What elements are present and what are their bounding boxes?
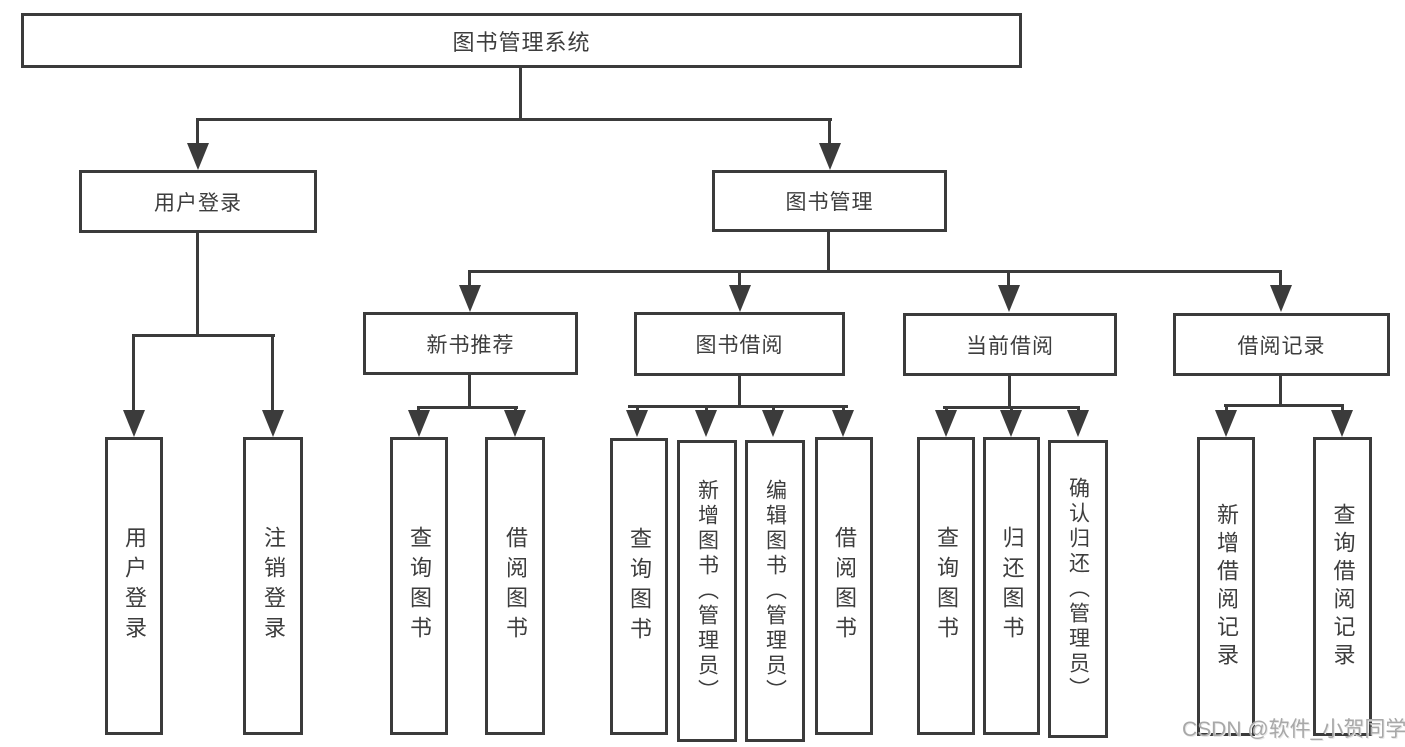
node-user-login: 用户登录 (79, 170, 317, 233)
leaf-borrow-book: 借阅图书 (815, 437, 873, 735)
leaf-query-current-borrow-label: 查询图书 (934, 526, 959, 646)
arrow-down-icon (935, 410, 957, 437)
connector-line (1224, 404, 1344, 407)
arrow-down-icon (695, 410, 717, 437)
leaf-add-borrow-record-label: 新增借阅记录 (1214, 502, 1239, 671)
arrow-down-icon (1215, 410, 1237, 437)
leaf-user-login-label: 用户登录 (122, 526, 147, 646)
connector-line (705, 405, 708, 413)
node-new-book-recommend: 新书推荐 (363, 312, 578, 375)
connector-line (738, 270, 741, 287)
arrow-down-icon (459, 285, 481, 312)
node-book-borrow-label: 图书借阅 (695, 334, 784, 357)
connector-line (271, 334, 274, 412)
connector-line (1008, 376, 1011, 409)
connector-line (772, 405, 775, 413)
leaf-borrow-book-recommend-label: 借阅图书 (503, 526, 528, 646)
leaf-confirm-return-admin-label: 确认归还（管理员） (1066, 476, 1090, 702)
leaf-query-book-borrow: 查询图书 (610, 438, 668, 735)
connector-line (468, 375, 471, 409)
arrow-down-icon (504, 410, 526, 437)
leaf-add-book-admin-label: 新增图书（管理员） (695, 478, 719, 704)
arrow-down-icon (819, 143, 841, 170)
leaf-add-borrow-record: 新增借阅记录 (1197, 437, 1255, 736)
connector-line (1007, 270, 1010, 287)
node-new-book-recommend-label: 新书推荐 (426, 333, 515, 357)
leaf-query-book-recommend: 查询图书 (390, 437, 448, 735)
leaf-user-login: 用户登录 (105, 437, 163, 735)
arrow-down-icon (729, 285, 751, 312)
leaf-confirm-return-admin: 确认归还（管理员） (1048, 440, 1108, 738)
connector-line (827, 232, 830, 273)
leaf-logout: 注销登录 (243, 437, 303, 735)
connector-line (196, 118, 832, 121)
connector-line (196, 118, 199, 145)
connector-line (738, 376, 741, 408)
arrow-down-icon (1270, 285, 1292, 312)
arrow-down-icon (262, 410, 284, 437)
connector-line (1225, 404, 1228, 414)
leaf-query-book-recommend-label: 查询图书 (407, 526, 432, 646)
arrow-down-icon (832, 410, 854, 437)
node-borrow-records-label: 借阅记录 (1237, 334, 1326, 358)
leaf-query-borrow-record: 查询借阅记录 (1313, 437, 1372, 736)
connector-line (196, 233, 199, 337)
node-book-management: 图书管理 (712, 170, 947, 232)
node-book-management-label: 图书管理 (785, 191, 874, 214)
leaf-edit-book-admin: 编辑图书（管理员） (745, 440, 805, 742)
connector-line (1341, 404, 1344, 414)
leaf-add-book-admin: 新增图书（管理员） (677, 440, 737, 742)
node-current-borrow-label: 当前借阅 (966, 334, 1054, 358)
connector-line (828, 118, 831, 145)
arrow-down-icon (1000, 410, 1022, 437)
leaf-borrow-book-label: 借阅图书 (832, 526, 857, 646)
connector-line (1279, 270, 1282, 287)
node-book-borrow: 图书借阅 (634, 312, 845, 376)
connector-line (842, 405, 845, 413)
arrow-down-icon (626, 410, 648, 437)
leaf-borrow-book-recommend: 借阅图书 (485, 437, 545, 735)
leaf-query-book-borrow-label: 查询图书 (627, 526, 652, 647)
node-user-login-label: 用户登录 (154, 191, 242, 215)
leaf-edit-book-admin-label: 编辑图书（管理员） (763, 478, 787, 704)
arrow-down-icon (998, 285, 1020, 312)
node-current-borrow: 当前借阅 (903, 313, 1117, 376)
arrow-down-icon (408, 410, 430, 437)
leaf-return-book-label: 归还图书 (999, 526, 1025, 646)
arrow-down-icon (187, 143, 209, 170)
connector-line (132, 334, 135, 412)
connector-line (468, 270, 1282, 273)
connector-line (628, 405, 848, 408)
leaf-logout-label: 注销登录 (261, 526, 286, 646)
connector-line (636, 405, 639, 413)
leaf-return-book: 归还图书 (983, 437, 1040, 735)
connector-line (132, 334, 275, 337)
leaf-query-current-borrow: 查询图书 (917, 437, 975, 735)
connector-line (417, 406, 518, 409)
connector-line (519, 68, 522, 120)
connector-line (1279, 376, 1282, 407)
arrow-down-icon (1067, 410, 1089, 437)
connector-line (468, 270, 471, 287)
arrow-down-icon (123, 410, 145, 437)
node-root: 图书管理系统 (21, 13, 1022, 68)
arrow-down-icon (762, 410, 784, 437)
node-root-label: 图书管理系统 (452, 29, 591, 55)
csdn-watermark: CSDN @软件_小贺同学 (1182, 718, 1405, 741)
arrow-down-icon (1331, 410, 1353, 437)
node-borrow-records: 借阅记录 (1173, 313, 1390, 376)
leaf-query-borrow-record-label: 查询借阅记录 (1330, 502, 1356, 671)
